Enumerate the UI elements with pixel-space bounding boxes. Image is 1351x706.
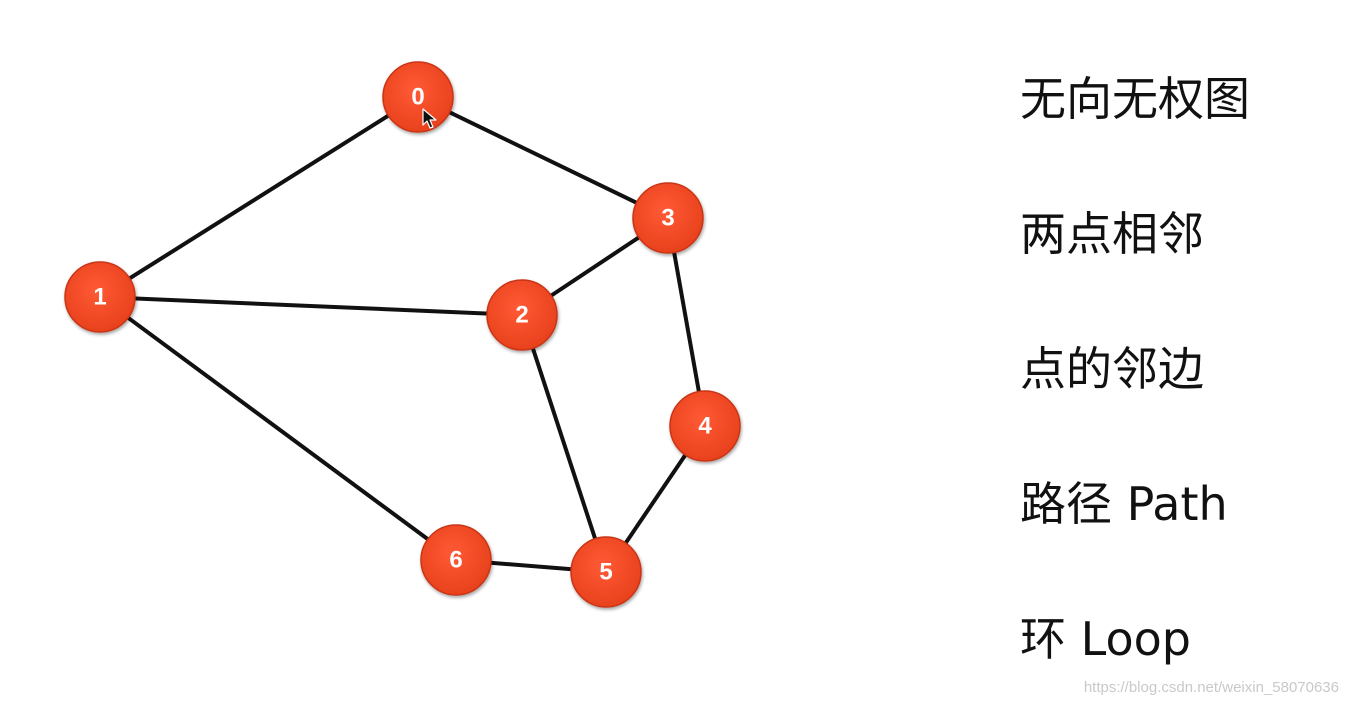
node-label-6: 6 [449, 546, 462, 573]
node-5: 5 [570, 536, 642, 608]
term-path: 路径 Path [1020, 477, 1228, 531]
node-circle-5 [570, 536, 642, 608]
edge-0-1 [98, 95, 420, 299]
nodes: 0 1 2 3 4 5 6 [64, 61, 741, 608]
node-circle-1 [64, 261, 136, 333]
node-label-0: 0 [411, 83, 424, 110]
node-1: 1 [64, 261, 136, 333]
edge-2-5 [520, 313, 608, 574]
edges [98, 95, 707, 574]
node-label-2: 2 [515, 301, 528, 328]
edge-1-6 [98, 295, 458, 562]
node-label-4: 4 [698, 412, 712, 439]
node-6: 6 [420, 524, 492, 596]
node-circle-6 [420, 524, 492, 596]
term-incident-edges: 点的邻边 [1020, 342, 1204, 396]
node-3: 3 [632, 182, 704, 254]
term-undirected-unweighted-graph: 无向无权图 [1020, 72, 1250, 126]
node-circle-0 [382, 61, 454, 133]
node-label-5: 5 [599, 558, 612, 585]
node-2: 2 [486, 279, 558, 351]
node-circle-2 [486, 279, 558, 351]
node-4: 4 [669, 390, 741, 462]
edge-0-3 [416, 95, 670, 220]
node-label-1: 1 [93, 283, 106, 310]
node-0: 0 [382, 61, 454, 133]
watermark: https://blog.csdn.net/weixin_58070636 [1083, 679, 1339, 696]
term-loop: 环 Loop [1020, 612, 1191, 666]
term-adjacent-vertices: 两点相邻 [1020, 207, 1204, 261]
node-label-3: 3 [661, 204, 674, 231]
node-circle-4 [669, 390, 741, 462]
edge-1-2 [98, 295, 524, 317]
node-circle-3 [632, 182, 704, 254]
mouse-pointer-icon [422, 108, 437, 129]
